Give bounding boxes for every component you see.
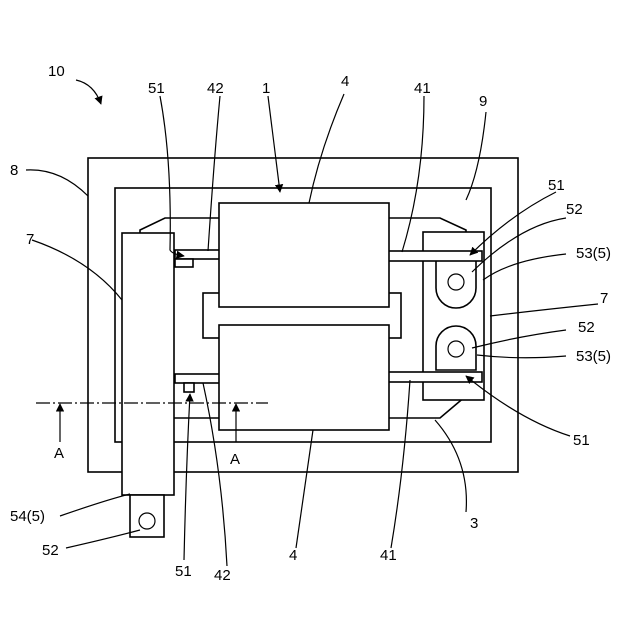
label-lead-top: 42	[207, 80, 224, 97]
label-section-left: A	[54, 445, 64, 462]
bus-bar-top	[388, 251, 482, 261]
label-hole-top: 52	[566, 201, 583, 218]
weld-pad-bottom-left	[184, 383, 194, 392]
label-tab-bottom: 54(5)	[10, 508, 45, 525]
terminal-tab-mid	[436, 326, 476, 370]
label-fig: 10	[48, 63, 65, 80]
label-inner-case: 9	[479, 93, 487, 110]
terminal-tab-top	[436, 260, 476, 308]
label-holder-left: 7	[26, 231, 34, 248]
label-cap-top: 4	[341, 73, 349, 90]
label-module: 1	[262, 80, 270, 97]
label-lead-bottom: 42	[214, 567, 231, 584]
label-section-right: A	[230, 451, 240, 468]
label-tab-mid: 53(5)	[576, 348, 611, 365]
label-hole-mid: 52	[578, 319, 595, 336]
label-weld-bottom-right: 51	[573, 432, 590, 449]
label-holder-right: 7	[600, 290, 608, 307]
weld-pad-top-left	[175, 259, 193, 267]
label-weld-bottom-left: 51	[175, 563, 192, 580]
left-holder	[122, 233, 174, 495]
label-hole-bottom: 52	[42, 542, 59, 559]
label-weld-top-left: 51	[148, 80, 165, 97]
lead-bottom	[175, 374, 220, 383]
lead-top	[175, 250, 220, 259]
label-tab-top: 53(5)	[576, 245, 611, 262]
label-bus-top: 41	[414, 80, 431, 97]
label-bus-bottom: 41	[380, 547, 397, 564]
label-base: 3	[470, 515, 478, 532]
label-cap-bottom: 4	[289, 547, 297, 564]
capacitor-bottom	[219, 325, 389, 430]
capacitor-top	[219, 203, 389, 307]
label-weld-top-right: 51	[548, 177, 565, 194]
label-outer-case: 8	[10, 162, 18, 179]
